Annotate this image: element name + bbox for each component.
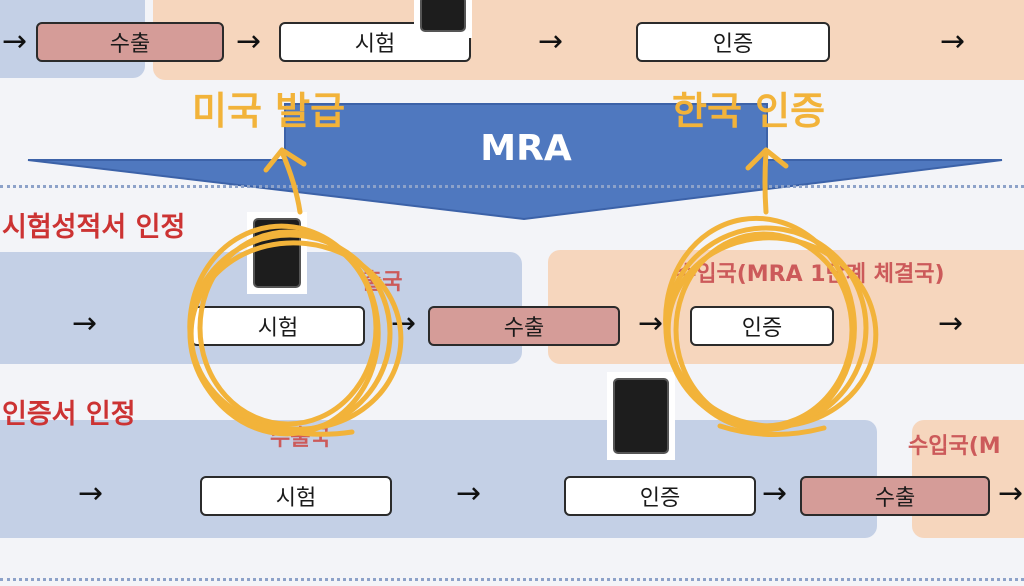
arrow-icon: → <box>638 306 664 341</box>
section1-box-test: 시험 <box>191 306 365 346</box>
phone-image <box>607 372 675 460</box>
arrow-icon: → <box>938 306 964 341</box>
arrow-icon: → <box>78 476 104 511</box>
arrow-icon: → <box>72 306 98 341</box>
arrow-icon: → <box>762 476 788 511</box>
divider-line <box>0 578 1024 581</box>
section1-title: 시험성적서 인정 <box>2 212 186 243</box>
section2-box-export: 수출 <box>800 476 990 516</box>
arrow-icon: → <box>236 24 262 59</box>
annotation-arrow-right <box>762 149 769 215</box>
arrow-icon: → <box>2 24 28 59</box>
section2-title: 인증서 인정 <box>2 399 136 430</box>
section1-box-export: 수출 <box>428 306 620 346</box>
mra-label: MRA <box>480 128 572 169</box>
box-export: 수출 <box>36 22 224 62</box>
arrow-icon: → <box>538 24 564 59</box>
section1-right-panel-label: 수입국(MRA 1단계 체결국) <box>676 262 945 287</box>
annotation-korea-cert: 한국 인증 <box>672 89 826 133</box>
section1-box-certification: 인증 <box>690 306 834 346</box>
highlight-circle-left <box>187 223 404 437</box>
phone-image <box>414 0 472 38</box>
arrow-icon: → <box>940 24 966 59</box>
annotation-us-issued: 미국 발급 <box>192 89 346 133</box>
divider-line <box>0 185 1024 188</box>
annotation-arrow-left <box>279 149 303 215</box>
arrow-icon: → <box>998 476 1024 511</box>
section2-box-test: 시험 <box>200 476 392 516</box>
highlight-circle-right <box>663 215 879 438</box>
section2-right-panel-label: 수입국(M <box>908 434 1001 459</box>
section2-box-certification: 인증 <box>564 476 756 516</box>
box-certification: 인증 <box>636 22 830 62</box>
arrow-icon: → <box>456 476 482 511</box>
